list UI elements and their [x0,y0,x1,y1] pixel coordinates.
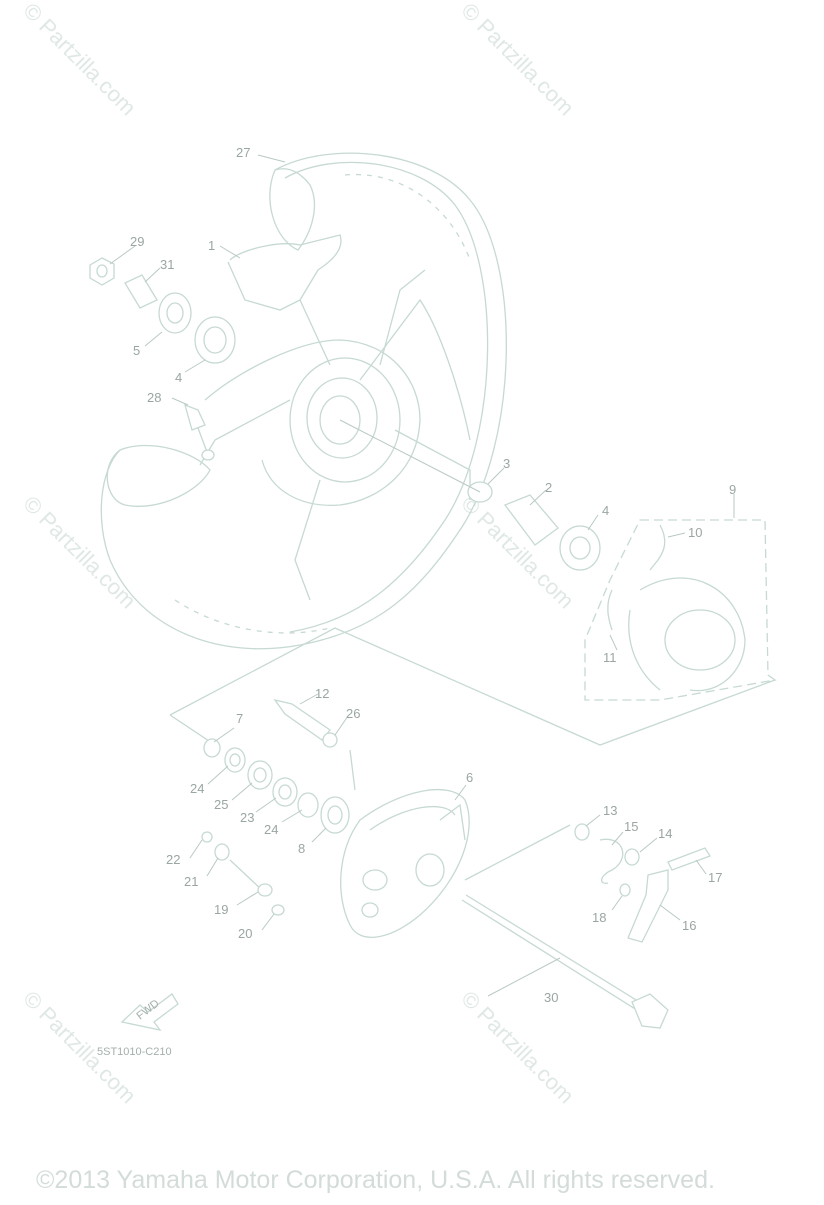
callout-14: 14 [658,826,672,841]
watermark-bottom-right: © Partzilla.com [456,986,579,1109]
wheel-rim [199,234,471,601]
callout-6: 6 [466,770,473,785]
callout-1: 1 [208,238,215,253]
brake-arm-parts [464,823,711,943]
brake-camshaft [273,698,338,748]
callout-4-left: 4 [175,370,182,385]
watermark-mid-left: © Partzilla.com [18,491,141,614]
callout-numbers: 27 1 29 31 5 4 28 3 2 4 9 10 11 12 26 7 … [130,145,736,1005]
air-valve [184,403,215,461]
callout-25: 25 [214,797,228,812]
callout-3: 3 [503,456,510,471]
callout-19: 19 [214,902,228,917]
watermarks: © Partzilla.com © Partzilla.com © Partzi… [18,0,579,1108]
callout-7: 7 [236,711,243,726]
watermark-top-left: © Partzilla.com [18,0,141,120]
callout-15: 15 [624,819,638,834]
right-hub-parts [339,419,601,571]
callout-5: 5 [133,343,140,358]
callout-29: 29 [130,234,144,249]
callout-30: 30 [544,990,558,1005]
callout-10: 10 [688,525,702,540]
watermark-top-right: © Partzilla.com [456,0,579,120]
brake-panel [340,788,470,938]
callout-17: 17 [708,870,722,885]
speedo-parts [201,831,285,916]
callout-4-right: 4 [602,503,609,518]
callout-20: 20 [238,926,252,941]
callout-2: 2 [545,480,552,495]
callout-16: 16 [682,918,696,933]
callout-31: 31 [160,257,174,272]
callout-26: 26 [346,706,360,721]
callout-28: 28 [147,390,161,405]
brake-shoe-set [584,519,777,701]
left-hub-parts [89,257,236,364]
callout-11: 11 [603,650,617,665]
callout-12: 12 [315,686,329,701]
callout-23: 23 [240,810,254,825]
callout-22: 22 [166,852,180,867]
callout-24-lower: 24 [264,822,278,837]
callout-24-upper: 24 [190,781,204,796]
callout-13: 13 [603,803,617,818]
leader-lines [109,154,735,997]
callout-27: 27 [236,145,250,160]
callout-8: 8 [298,841,305,856]
seal-stack [203,738,350,834]
diagram-code: 5ST1010-C210 [97,1046,172,1058]
tire [100,152,507,650]
callout-21: 21 [184,874,198,889]
axle [461,894,669,1029]
copyright-notice: ©2013 Yamaha Motor Corporation, U.S.A. A… [36,1166,715,1194]
callout-9: 9 [729,482,736,497]
fwd-arrow: FWD [120,993,179,1031]
callout-18: 18 [592,910,606,925]
